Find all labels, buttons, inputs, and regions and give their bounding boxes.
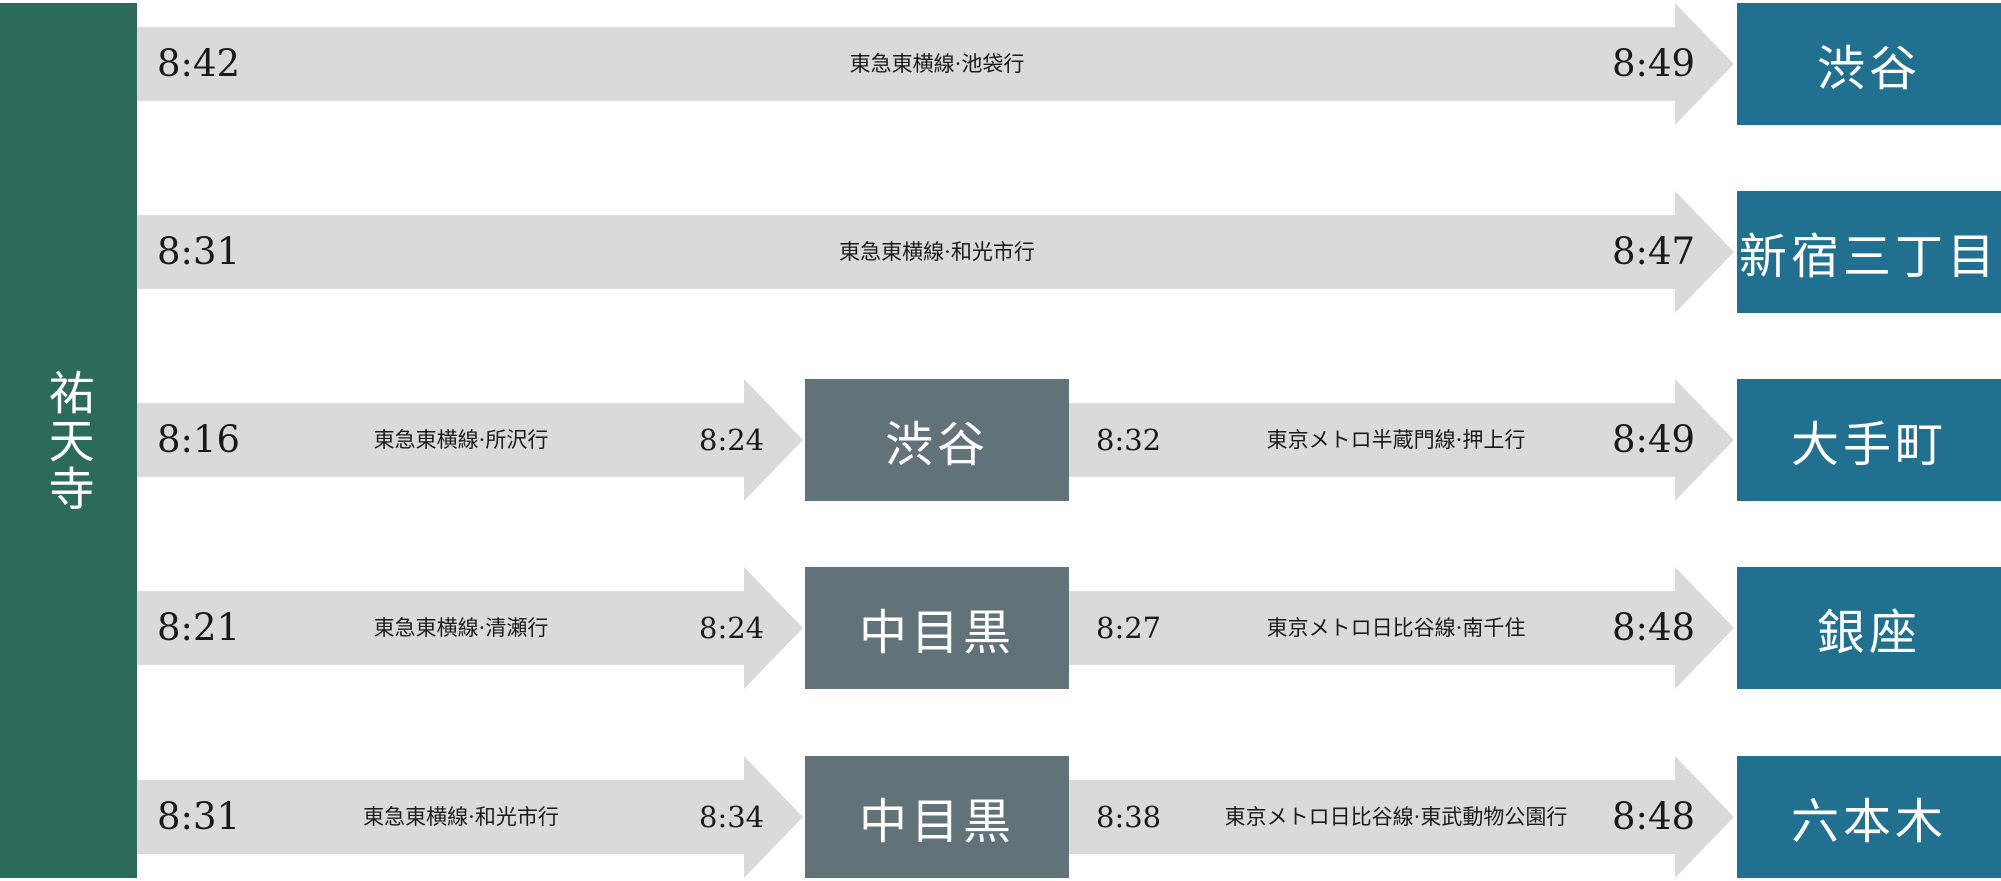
destination-station-name: 六本木 <box>1790 794 1947 850</box>
destination-station: 六本木 <box>1737 756 2001 878</box>
arrow-shape <box>1069 567 1734 689</box>
line-info: 東急東横線·和光市行 <box>363 805 559 829</box>
transfer-station-name: 渋谷 <box>884 417 989 473</box>
direct-arrow <box>137 191 1734 313</box>
route-row: 8:16 東急東横線·所沢行 8:24 渋谷 8:32 東京メトロ半蔵門線·押上… <box>0 379 2001 501</box>
second-leg-arrow <box>1069 379 1734 501</box>
first-leg-arrow <box>137 756 803 878</box>
transfer-station-name: 中目黒 <box>858 794 1015 850</box>
line-info: 東急東横線·清瀬行 <box>373 616 549 640</box>
arrival-time: 8:49 <box>1612 418 1696 461</box>
first-leg-arrow <box>137 379 803 501</box>
line-info: 東急東横線·和光市行 <box>839 240 1035 264</box>
route-row: 8:31 東急東横線·和光市行 8:34 中目黒 8:38 東京メトロ日比谷線·… <box>0 756 2001 878</box>
transfer-departure-time: 8:27 <box>1096 611 1162 645</box>
line-info: 東急東横線·池袋行 <box>849 52 1025 76</box>
arrival-time: 8:49 <box>1612 42 1696 85</box>
transfer-arrival-time: 8:34 <box>699 800 765 834</box>
arrow-shape <box>1069 379 1734 501</box>
origin-station: 祐天寺 <box>0 3 137 878</box>
transfer-station-name: 中目黒 <box>858 605 1015 661</box>
arrow-shape <box>137 567 803 689</box>
arrow-shape <box>137 379 803 501</box>
line-info: 東京メトロ日比谷線·南千住 <box>1266 616 1526 640</box>
route-row: 8:31 東急東横線·和光市行 8:47 新宿三丁目 <box>0 191 2001 313</box>
destination-station: 大手町 <box>1737 379 2001 501</box>
arrival-time: 8:48 <box>1612 606 1696 649</box>
route-row: 8:42 東急東横線·池袋行 8:49 渋谷 <box>0 3 2001 125</box>
transfer-departure-time: 8:32 <box>1096 423 1162 457</box>
departure-time: 8:31 <box>157 795 241 838</box>
arrival-time: 8:47 <box>1612 230 1696 273</box>
departure-time: 8:31 <box>157 230 241 273</box>
arrival-time: 8:48 <box>1612 795 1696 838</box>
arrow-shape <box>137 756 803 878</box>
second-leg-arrow <box>1069 756 1734 878</box>
transfer-departure-time: 8:38 <box>1096 800 1162 834</box>
destination-station: 新宿三丁目 <box>1737 191 2001 313</box>
line-info: 東京メトロ日比谷線·東武動物公園行 <box>1224 805 1568 829</box>
first-leg-arrow <box>137 567 803 689</box>
line-info: 東急東横線·所沢行 <box>373 428 549 452</box>
departure-time: 8:16 <box>157 418 241 461</box>
destination-station-name: 大手町 <box>1790 417 1947 473</box>
line-info: 東京メトロ半蔵門線·押上行 <box>1266 428 1526 452</box>
route-row: 8:21 東急東横線·清瀬行 8:24 中目黒 8:27 東京メトロ日比谷線·南… <box>0 567 2001 689</box>
transfer-arrival-time: 8:24 <box>699 611 765 645</box>
origin-station-name: 祐天寺 <box>41 368 96 513</box>
destination-station-name: 新宿三丁目 <box>1738 229 1999 285</box>
destination-station-name: 渋谷 <box>1816 41 1921 97</box>
transfer-station: 渋谷 <box>805 379 1069 501</box>
departure-time: 8:21 <box>157 606 241 649</box>
direct-arrow <box>137 3 1734 125</box>
transfer-station: 中目黒 <box>805 567 1069 689</box>
transfer-arrival-time: 8:24 <box>699 423 765 457</box>
destination-station: 渋谷 <box>1737 3 2001 125</box>
arrow-shape <box>137 3 1734 125</box>
second-leg-arrow <box>1069 567 1734 689</box>
arrow-shape <box>137 191 1734 313</box>
arrow-shape <box>1069 756 1734 878</box>
destination-station: 銀座 <box>1737 567 2001 689</box>
destination-station-name: 銀座 <box>1816 605 1921 661</box>
departure-time: 8:42 <box>157 42 241 85</box>
transfer-station: 中目黒 <box>805 756 1069 878</box>
